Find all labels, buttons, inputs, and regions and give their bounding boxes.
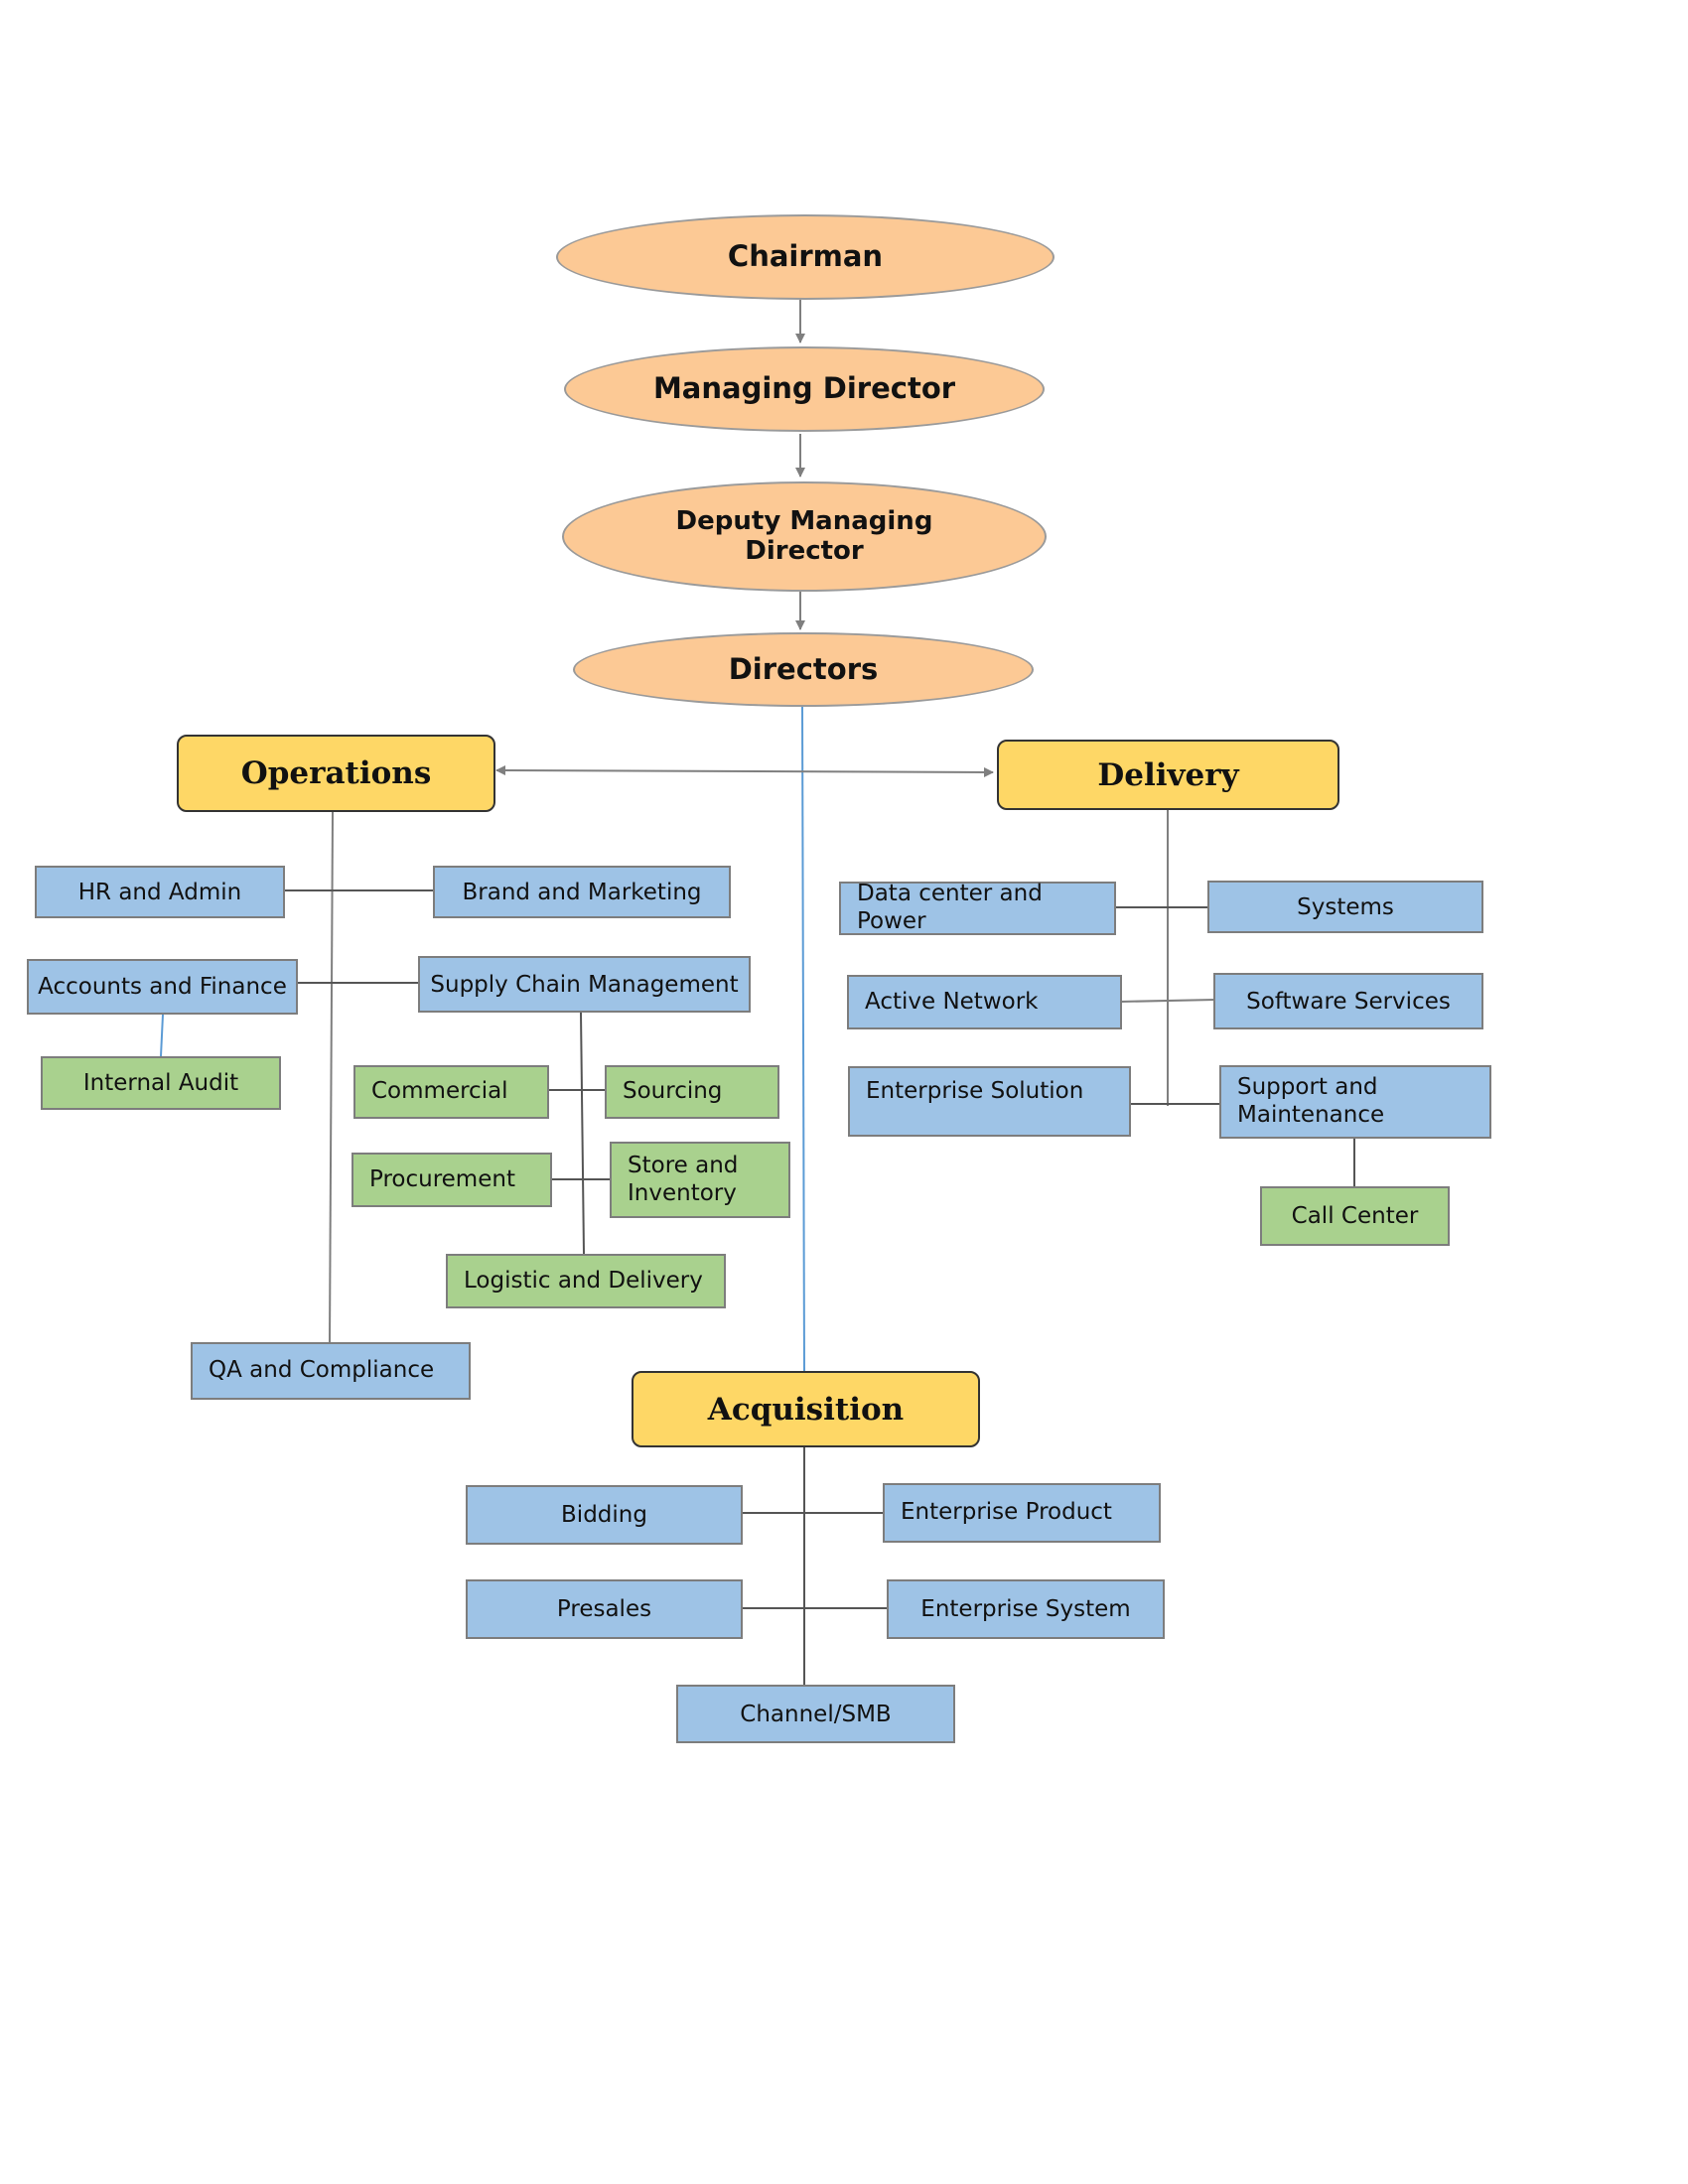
unit-label: Enterprise Solution	[866, 1078, 1084, 1104]
subunit-label: Call Center	[1291, 1203, 1419, 1229]
unit-channel-smb: Channel/SMB	[676, 1685, 955, 1743]
deputy-managing-director-node: Deputy Managing Director	[562, 481, 1047, 592]
acquisition-header: Acquisition	[632, 1371, 980, 1447]
operations-header: Operations	[177, 735, 495, 812]
unit-support-maintenance: Support and Maintenance	[1219, 1065, 1491, 1139]
directors-node: Directors	[573, 632, 1034, 707]
unit-active-network: Active Network	[847, 975, 1122, 1029]
chairman-node: Chairman	[556, 214, 1055, 300]
directors-label: Directors	[728, 651, 879, 686]
unit-label: QA and Compliance	[209, 1357, 435, 1384]
subunit-label: Logistic and Delivery	[464, 1267, 703, 1294]
unit-label: Enterprise System	[920, 1596, 1131, 1622]
unit-label: Bidding	[561, 1502, 647, 1528]
line-directors-acquisition	[801, 706, 805, 1372]
unit-label-line2: Maintenance	[1237, 1102, 1385, 1128]
subunit-procurement: Procurement	[352, 1153, 552, 1207]
subunit-label: Procurement	[369, 1165, 515, 1192]
unit-brand-marketing: Brand and Marketing	[433, 866, 731, 918]
line-accounts-audit	[160, 1014, 164, 1057]
unit-label: HR and Admin	[77, 879, 242, 905]
unit-label: Accounts and Finance	[38, 974, 287, 1000]
managing-director-label: Managing Director	[652, 371, 956, 406]
unit-data-center: Data center and Power	[839, 881, 1116, 935]
delivery-header: Delivery	[997, 740, 1339, 810]
subunit-label-line2: Inventory	[628, 1179, 737, 1206]
unit-label-line1: Support and	[1237, 1074, 1378, 1101]
deputy-md-label-line1: Deputy Managing	[675, 505, 933, 536]
operations-label: Operations	[240, 755, 432, 791]
line-supply-spine	[580, 1012, 585, 1255]
unit-qa-compliance: QA and Compliance	[191, 1342, 471, 1400]
subunit-call-center: Call Center	[1260, 1186, 1450, 1246]
unit-hr-admin: HR and Admin	[35, 866, 285, 918]
unit-accounts-finance: Accounts and Finance	[27, 959, 298, 1015]
subunit-sourcing: Sourcing	[605, 1065, 779, 1119]
arrow-operations-delivery	[495, 765, 994, 777]
unit-enterprise-system: Enterprise System	[887, 1579, 1165, 1639]
unit-label: Channel/SMB	[740, 1701, 892, 1727]
managing-director-node: Managing Director	[564, 346, 1045, 432]
acquisition-label: Acquisition	[707, 1391, 905, 1428]
subunit-label: Sourcing	[623, 1078, 723, 1105]
unit-label: Supply Chain Management	[430, 971, 739, 998]
subunit-label-line1: Store and	[628, 1152, 739, 1178]
unit-label: Software Services	[1246, 988, 1451, 1015]
unit-enterprise-solution: Enterprise Solution	[848, 1066, 1131, 1137]
subunit-store-inventory: Store and Inventory	[610, 1142, 790, 1218]
subunit-label: Internal Audit	[82, 1070, 239, 1096]
subunit-commercial: Commercial	[353, 1065, 549, 1119]
subunit-label: Commercial	[371, 1078, 508, 1105]
unit-label: Data center and Power	[857, 881, 1043, 934]
subunit-internal-audit: Internal Audit	[41, 1056, 281, 1110]
unit-label: Enterprise Product	[901, 1499, 1112, 1526]
unit-label: Active Network	[865, 988, 1039, 1015]
line-network-software	[1119, 999, 1216, 1003]
unit-bidding: Bidding	[466, 1485, 743, 1545]
unit-label: Presales	[556, 1596, 652, 1622]
unit-enterprise-product: Enterprise Product	[883, 1483, 1161, 1543]
unit-presales: Presales	[466, 1579, 743, 1639]
unit-software-services: Software Services	[1213, 973, 1483, 1029]
chairman-label: Chairman	[727, 239, 884, 274]
unit-supply-chain: Supply Chain Management	[418, 956, 751, 1013]
unit-label: Systems	[1297, 893, 1394, 920]
line-operations-spine	[329, 811, 334, 1343]
unit-systems: Systems	[1207, 881, 1483, 933]
deputy-md-label-line2: Director	[745, 535, 864, 566]
delivery-label: Delivery	[1097, 756, 1239, 793]
unit-label: Brand and Marketing	[462, 879, 702, 905]
subunit-logistic-delivery: Logistic and Delivery	[446, 1254, 726, 1308]
